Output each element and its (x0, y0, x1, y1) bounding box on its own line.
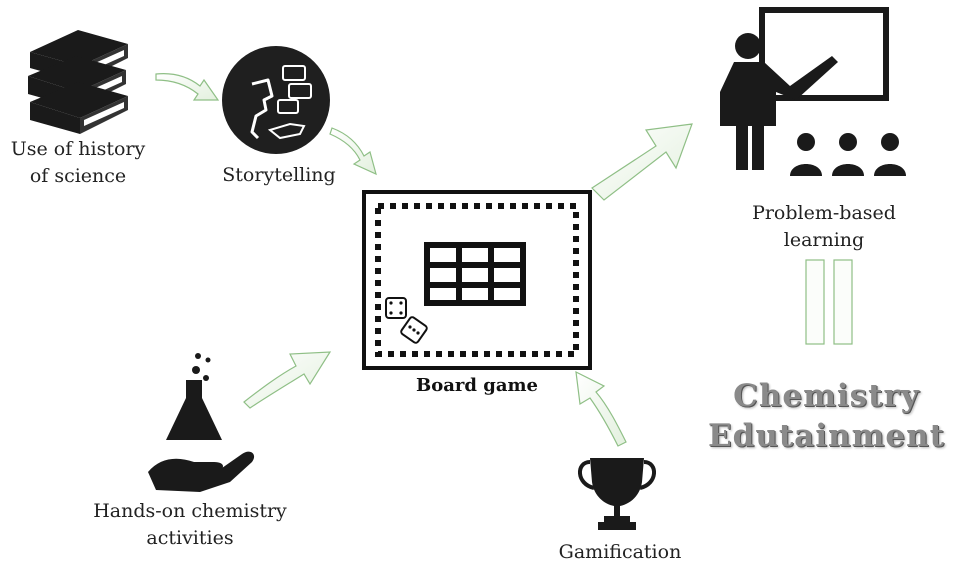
problem-based-label-line1: Problem-based (752, 202, 896, 224)
books-icon (28, 30, 128, 134)
history-label-line1: Use of history (10, 138, 146, 160)
equals-sign (805, 259, 853, 345)
storytelling-label: Storytelling (222, 164, 336, 186)
hands-on-label-line1: Hands-on chemistry (93, 500, 287, 522)
gamification-label: Gamification (558, 541, 682, 563)
result-title-line2: Edutainment (708, 418, 945, 454)
arrow-history-to-storytelling (155, 73, 220, 101)
arrow-gamification-to-boardgame (575, 370, 627, 447)
board-game-icon (362, 190, 592, 370)
arrow-handson-to-boardgame (243, 351, 332, 409)
problem-based-label-line2: learning (783, 229, 865, 251)
arrow-boardgame-to-problem (591, 123, 693, 201)
dice-icon (385, 297, 428, 344)
flask-hand-icon (148, 353, 255, 492)
arrow-storytelling-to-boardgame (329, 127, 377, 176)
board-game-label: Board game (416, 375, 538, 396)
trophy-icon (578, 458, 656, 530)
storytelling-icon (222, 46, 330, 154)
history-label-line2: of science (29, 165, 127, 187)
teacher-classroom-icon (720, 7, 906, 176)
hands-on-label-line2: activities (146, 527, 234, 549)
result-title-line1: Chemistry (733, 378, 920, 414)
